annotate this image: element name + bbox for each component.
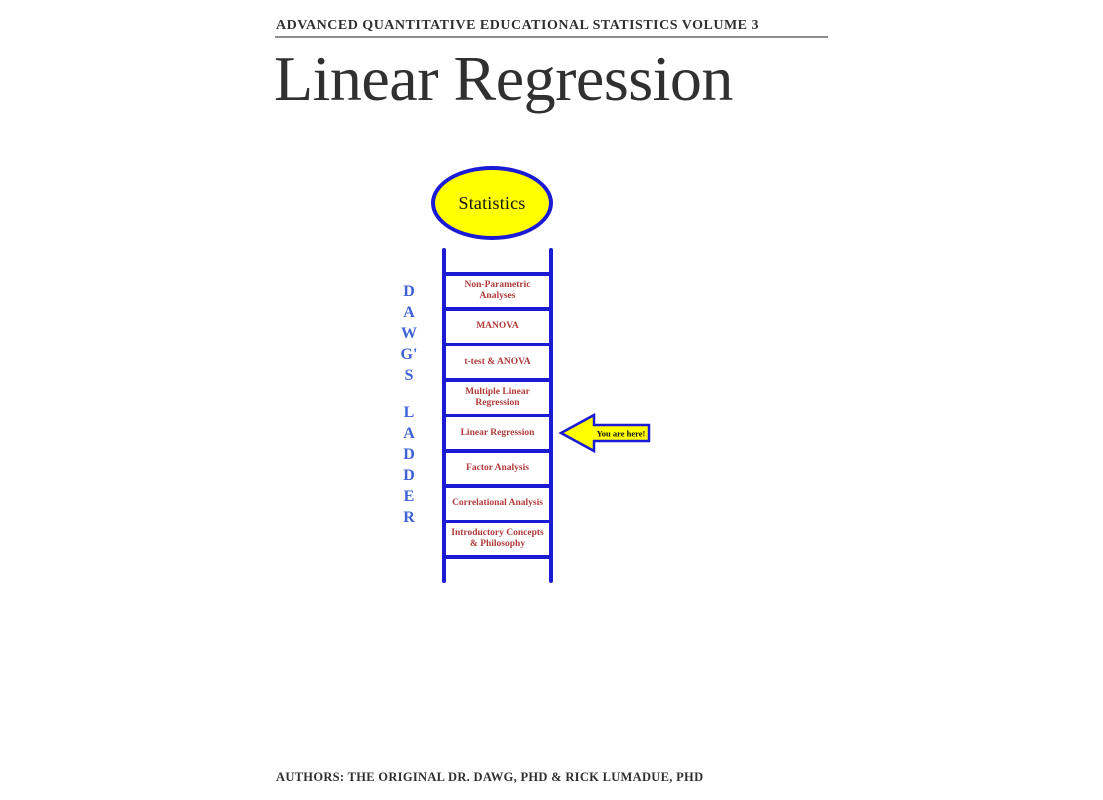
ladder-step-label: Linear Regression — [447, 417, 548, 449]
ladder-title-letter: S — [404, 367, 414, 384]
ladder-step-label: MANOVA — [447, 311, 548, 343]
series-header: ADVANCED QUANTITATIVE EDUCATIONAL STATIS… — [276, 18, 759, 33]
ladder-rung — [442, 449, 553, 453]
ladder-title-letter: R — [403, 509, 415, 526]
header-rule — [275, 36, 828, 38]
ladder-rung — [442, 307, 553, 311]
ladder-title-letter: L — [403, 404, 415, 421]
ladder-rung — [442, 272, 553, 276]
ladder-title-letter: D — [403, 467, 415, 484]
ladder-title-letter: E — [403, 488, 415, 505]
ladder-title-letter: D — [403, 446, 415, 463]
ladder-step-label: Introductory Concepts& Philosophy — [447, 523, 548, 555]
ladder-step-label-line: Linear Regression — [460, 427, 535, 438]
statistics-node-label: Statistics — [458, 192, 526, 213]
page-title: Linear Regression — [274, 43, 733, 114]
ladder-step-label-line: Non-Parametric — [464, 280, 531, 291]
ladder-rung — [442, 413, 553, 418]
ladder-rung — [442, 484, 553, 488]
ladder-step-label-line: Factor Analysis — [466, 462, 529, 473]
ladder-step-label-line: & Philosophy — [469, 539, 526, 550]
ladder-step-label-line: t-test & ANOVA — [464, 356, 531, 367]
ladder-step-label-line: Regression — [475, 397, 520, 408]
ladder-step-label-line: Correlational Analysis — [452, 498, 543, 509]
ladder-title-letter: G' — [400, 346, 418, 363]
ladder-rung — [442, 555, 553, 559]
you-are-here-arrow: You are here! — [558, 412, 651, 454]
ladder-step-label: Correlational Analysis — [447, 488, 548, 520]
ladder-step-label: t-test & ANOVA — [447, 346, 548, 378]
ladder-title-letter: A — [403, 304, 415, 321]
ladder-step-label-line: Introductory Concepts — [451, 528, 544, 539]
ladder-title-letter: W — [401, 325, 417, 342]
statistics-node: Statistics — [431, 166, 553, 240]
ladder-rung — [442, 519, 553, 524]
ladder-step-label-line: Analyses — [479, 291, 516, 302]
ladder-step-label: Factor Analysis — [447, 453, 548, 485]
ladder-step-label-line: MANOVA — [476, 321, 519, 332]
ladder-title-letter: D — [403, 283, 415, 300]
arrow-shape — [558, 412, 651, 454]
ladder-step-label-line: Multiple Linear — [465, 386, 530, 397]
authors-footer: AUTHORS: THE ORIGINAL DR. DAWG, PHD & RI… — [276, 770, 704, 784]
ladder-rung — [442, 342, 553, 347]
you-are-here-label: You are here! — [597, 429, 646, 439]
ladder-rung — [442, 378, 553, 382]
ladder-title-letter: A — [403, 425, 415, 442]
